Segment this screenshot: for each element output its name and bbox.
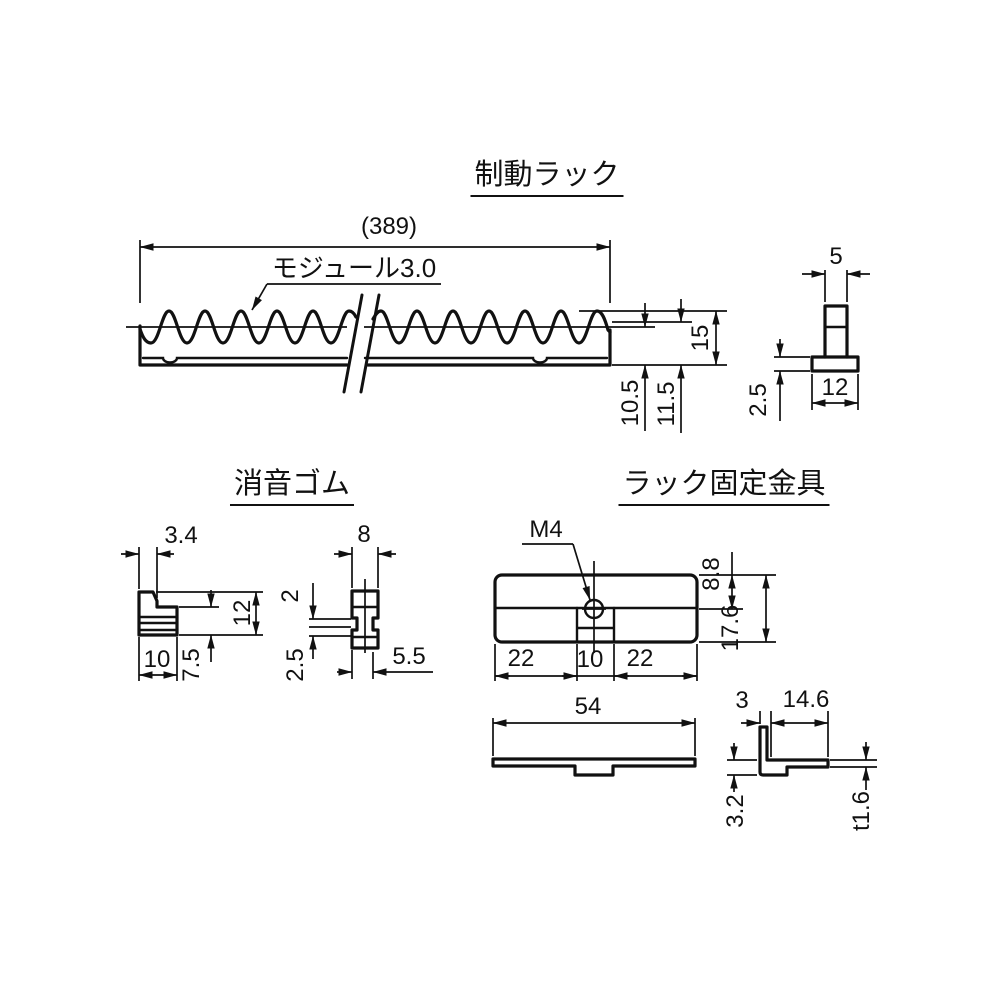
dim-bracket-hole-offset: 8.8 xyxy=(698,557,725,591)
dim-bracket-center-span: 10 xyxy=(576,646,604,673)
dim-total-height: 15 xyxy=(687,324,714,352)
dim-section-base-thickness: 2.5 xyxy=(745,383,772,417)
title-rack-bracket: ラック固定金具 xyxy=(618,470,830,506)
rack-section-view xyxy=(774,270,870,421)
module-label: モジュール3.0 xyxy=(271,253,437,283)
dim-rubber-foot-offset: 5.5 xyxy=(392,643,426,670)
rubber-right-view xyxy=(309,547,433,679)
dim-bracket-length: 54 xyxy=(574,693,602,720)
dim-rubber-lip-width: 3.4 xyxy=(164,522,198,549)
dim-section-top-width: 5 xyxy=(829,243,843,270)
bracket-bottom-view xyxy=(491,718,697,777)
bracket-side-view xyxy=(727,711,877,792)
dim-rubber-groove-upper: 2 xyxy=(277,589,304,603)
dim-bracket-flange-width: 3 xyxy=(735,687,749,714)
dim-rubber-width: 8 xyxy=(357,521,371,548)
dim-rubber-groove-lower: 2.5 xyxy=(282,648,309,682)
dim-bracket-hook-height: 3.2 xyxy=(722,794,749,828)
dim-rubber-height: 12 xyxy=(229,599,256,627)
dim-pitch-height: 10.5 xyxy=(617,379,644,427)
title-brake-rack: 制動ラック xyxy=(470,161,624,197)
dim-rubber-base-width: 10 xyxy=(143,646,171,673)
dim-bracket-right-span: 22 xyxy=(626,645,654,672)
dim-bracket-thickness: t1.6 xyxy=(848,790,875,832)
label-m4-hole: M4 xyxy=(529,516,563,543)
dim-section-base-width: 12 xyxy=(821,374,849,401)
rack-view xyxy=(126,240,727,433)
dim-bracket-height: 17.6 xyxy=(717,604,744,652)
dim-tip-height: 11.5 xyxy=(653,381,680,427)
dim-bracket-left-span: 22 xyxy=(507,645,535,672)
title-silencer-rubber: 消音ゴム xyxy=(229,470,355,506)
rubber-left-view xyxy=(121,547,263,681)
bracket-top-view xyxy=(493,543,776,681)
dim-rubber-lower-height: 7.5 xyxy=(178,648,205,682)
dim-bracket-web-width: 14.6 xyxy=(782,686,830,713)
dim-overall-length: (389) xyxy=(360,213,418,240)
